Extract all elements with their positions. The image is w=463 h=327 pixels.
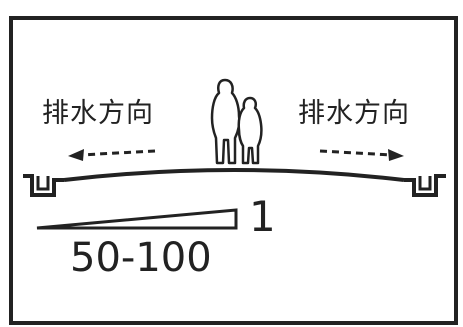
slope-ratio-wedge	[36, 208, 238, 230]
drainage-direction-label-left: 排水方向	[42, 98, 154, 129]
left-drainage-arrowhead	[68, 149, 84, 161]
right-drainage-arrowhead	[388, 149, 404, 161]
right-drainage-arrow-line	[319, 149, 393, 157]
left-drainage-arrow-line	[79, 149, 156, 157]
left-gutter	[23, 174, 64, 197]
drainage-direction-label-right: 排水方向	[298, 98, 410, 129]
pedestrians-figure	[210, 78, 263, 165]
slope-run-label: 50-100	[70, 235, 212, 281]
road-surface	[63, 168, 405, 182]
left-gutter-inner	[36, 176, 50, 191]
right-gutter-inner	[418, 176, 432, 191]
slope-rise-label: 1	[249, 192, 276, 241]
right-gutter	[404, 174, 446, 197]
diagram-frame	[9, 16, 458, 325]
